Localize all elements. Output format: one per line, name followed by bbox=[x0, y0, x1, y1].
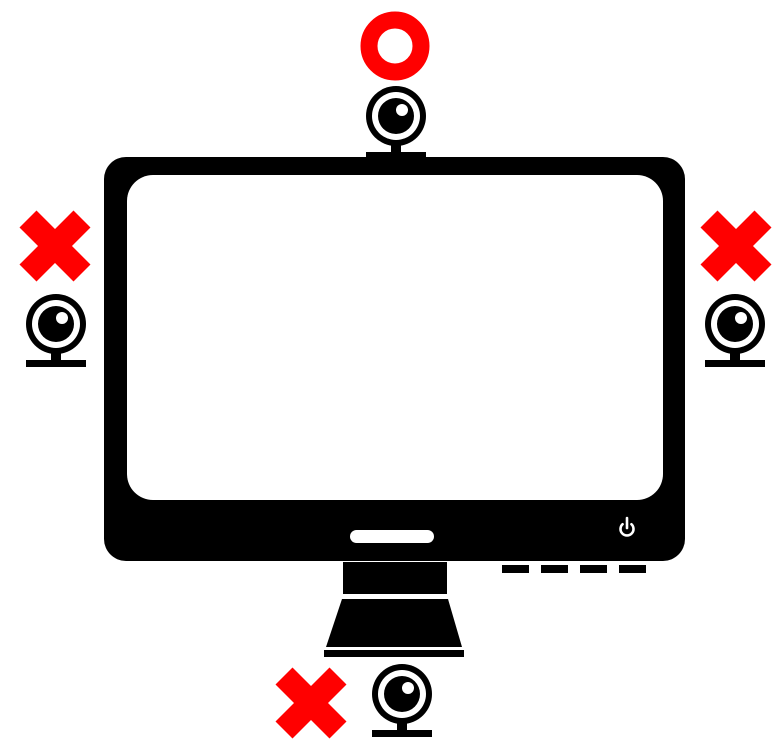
circle-o-icon bbox=[369, 20, 421, 72]
cross-x-icon bbox=[709, 219, 763, 273]
right-placement bbox=[705, 219, 765, 367]
bottom-placement bbox=[284, 664, 432, 737]
monitor-icon bbox=[104, 157, 685, 657]
cross-x-icon bbox=[28, 219, 82, 273]
webcam-icon bbox=[26, 294, 86, 367]
webcam-icon bbox=[705, 294, 765, 367]
webcam-icon bbox=[372, 664, 432, 737]
monitor-screen bbox=[127, 175, 663, 500]
cross-x-icon bbox=[284, 676, 338, 730]
monitor-control-buttons bbox=[502, 565, 646, 573]
webcam-icon bbox=[366, 86, 426, 159]
monitor-stand bbox=[324, 562, 464, 657]
monitor-logo-slot bbox=[350, 530, 434, 543]
left-placement bbox=[26, 219, 86, 367]
top-placement bbox=[366, 20, 426, 159]
